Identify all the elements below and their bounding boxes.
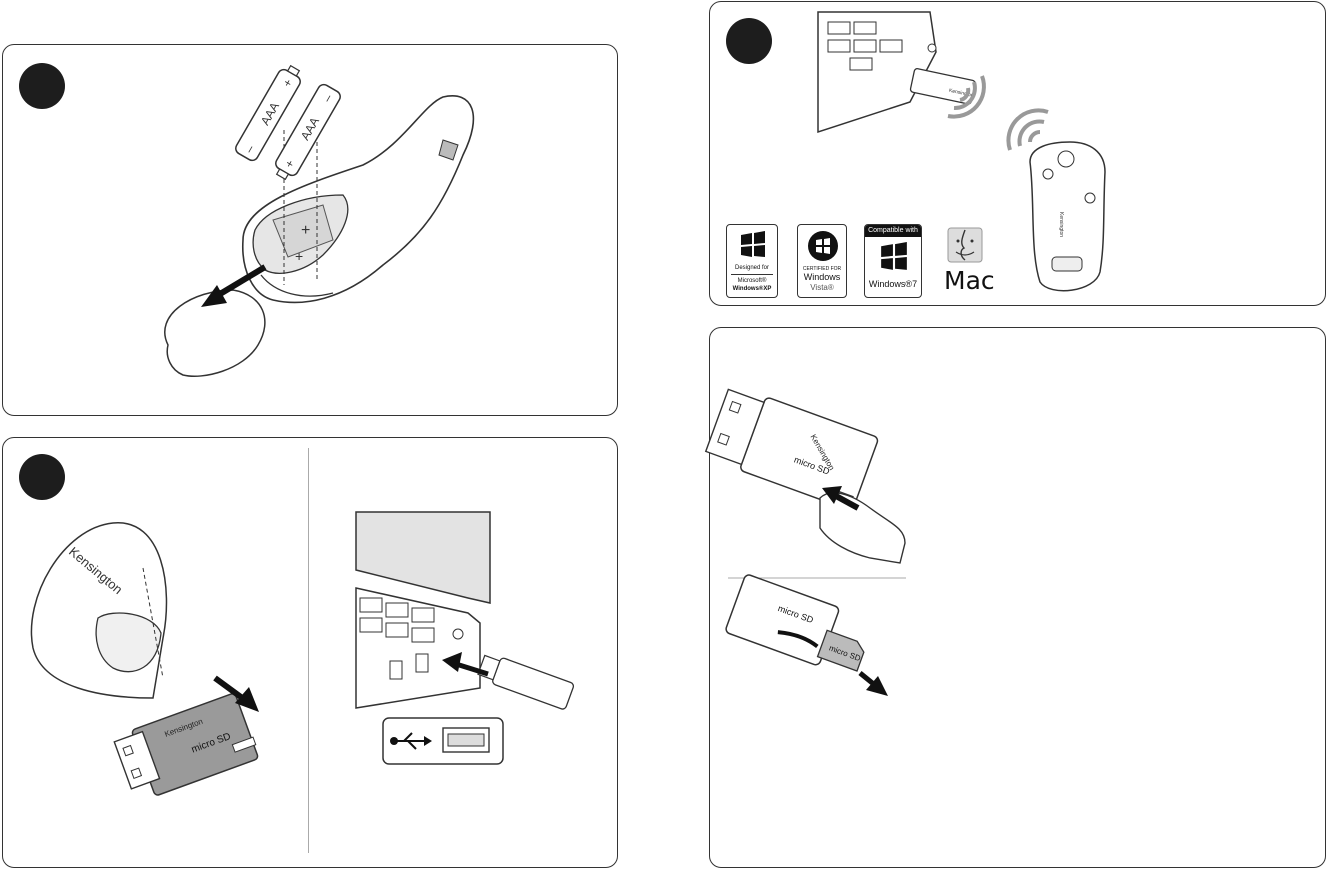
step-2-panel: Kensington Kensington micro SD bbox=[2, 437, 618, 868]
windows-vista-logo: CERTIFIED FOR Windows Vista® bbox=[797, 224, 847, 298]
xp-line3: Windows®XP bbox=[727, 286, 777, 292]
remote-icon bbox=[31, 523, 166, 698]
svg-text:+: + bbox=[295, 248, 303, 264]
usb-port-callout bbox=[383, 718, 503, 764]
mac-label: Mac bbox=[944, 266, 995, 295]
laptop-insert-illustration bbox=[308, 438, 619, 869]
usb-receiver-icon: Kensington micro SD bbox=[113, 692, 261, 803]
win7-header-text: Compatible with bbox=[865, 227, 921, 234]
usb-receiver-icon: Kensington micro SD bbox=[704, 384, 879, 511]
laptop-icon bbox=[356, 512, 490, 708]
battery-install-illustration: + + AAA + – AAA + – bbox=[3, 45, 619, 417]
windows-xp-logo: Designed for Microsoft® Windows®XP bbox=[726, 224, 778, 298]
xp-line1: Designed for bbox=[727, 265, 777, 271]
step-3-panel: Kensington Kensington Designed for Micro… bbox=[709, 1, 1326, 306]
vista-line3: Vista® bbox=[798, 283, 846, 292]
windows-logo-icon bbox=[879, 242, 909, 272]
step-1-panel: + + AAA + – AAA + – bbox=[2, 44, 618, 416]
usb-receiver-icon bbox=[477, 652, 575, 710]
step-4-panel: Kensington micro SD micro SD micro SD bbox=[709, 327, 1326, 868]
windows-logo-icon bbox=[739, 231, 767, 259]
windows-logo-icon bbox=[808, 231, 838, 261]
receiver-removal-illustration: Kensington Kensington micro SD bbox=[3, 438, 308, 869]
xp-divider bbox=[731, 274, 773, 275]
arrow-icon bbox=[860, 673, 888, 696]
xp-line2: Microsoft® bbox=[727, 278, 777, 284]
microsd-card-icon: micro SD bbox=[818, 630, 867, 671]
mac-logo: Mac bbox=[942, 226, 988, 298]
remote-icon: + + bbox=[243, 96, 474, 303]
wireless-waves-icon bbox=[1008, 110, 1048, 150]
win7-footer: Windows®7 bbox=[865, 279, 921, 289]
presenter-remote-icon: Kensington bbox=[1030, 142, 1105, 291]
microsd-insert-illustration: Kensington micro SD micro SD micro SD bbox=[710, 328, 1327, 869]
vista-line2: Windows bbox=[798, 272, 846, 282]
win7-header: Compatible with bbox=[865, 225, 921, 237]
mac-finder-icon bbox=[946, 226, 984, 264]
usb-receiver-icon: Kensington bbox=[910, 68, 977, 105]
finger-icon bbox=[820, 493, 905, 563]
windows-7-logo: Compatible with Windows®7 bbox=[864, 224, 922, 298]
svg-text:+: + bbox=[301, 222, 310, 239]
presenter-brand: Kensington bbox=[1058, 212, 1064, 237]
